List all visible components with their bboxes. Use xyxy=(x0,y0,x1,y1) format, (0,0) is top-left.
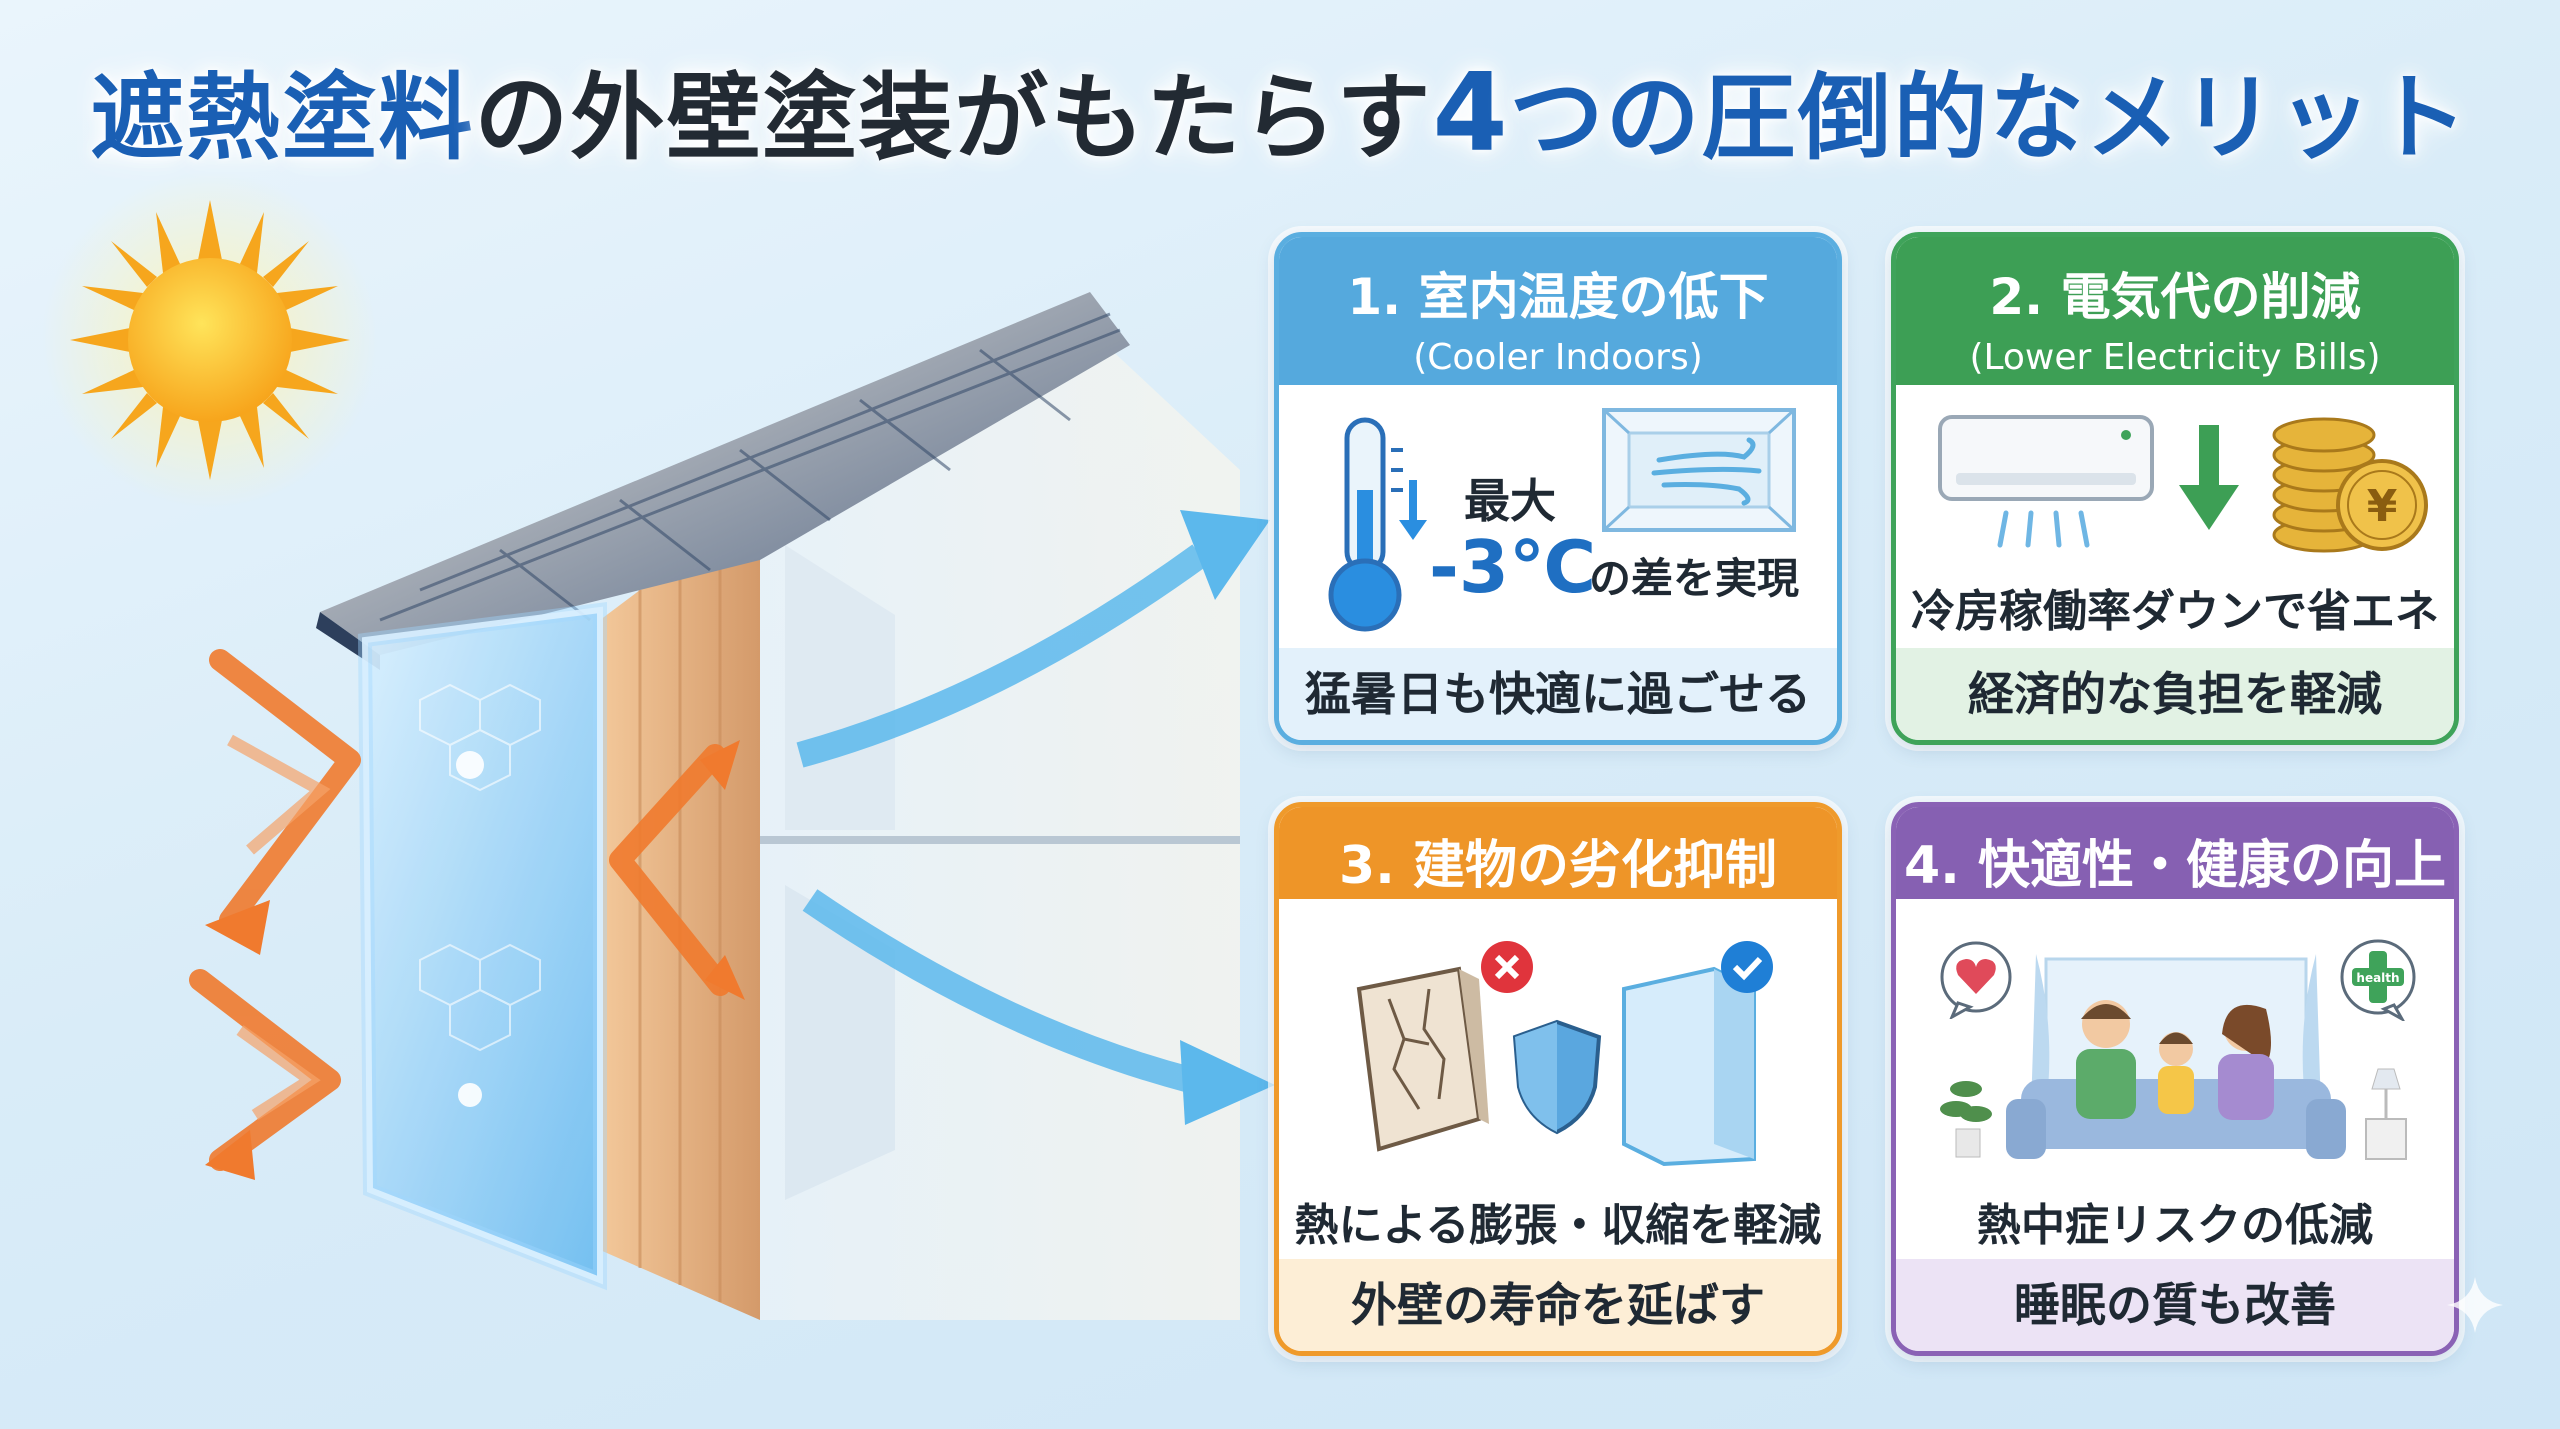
down-arrow-icon xyxy=(2179,425,2239,530)
yen-symbol: ¥ xyxy=(2367,481,2398,532)
card-footer: 経済的な負担を軽減 xyxy=(1896,648,2454,740)
benefit-card-comfort-health: 4. 快適性・健康の向上 xyxy=(1891,802,2459,1356)
card-footer: 外壁の寿命を延ばす xyxy=(1279,1259,1837,1351)
cracked-wall-icon xyxy=(1356,966,1489,1152)
benefit-card-deterioration: 3. 建物の劣化抑制 熱による膨張・収縮を軽 xyxy=(1274,802,1842,1356)
card-subtitle: (Lower Electricity Bills) xyxy=(1969,337,2381,378)
health-label: health xyxy=(2356,971,2399,985)
card-title: 1. 室内温度の低下 xyxy=(1347,268,1769,326)
card-footer: 猛暑日も快適に過ごせる xyxy=(1279,648,1837,740)
title-end: つの圧倒的なメリット xyxy=(1509,64,2470,173)
card-body: ¥ 冷房稼働率ダウンで省エネ xyxy=(1896,385,2454,657)
card-title: 2. 電気代の削減 xyxy=(1989,268,2361,326)
card-title: 3. 建物の劣化抑制 xyxy=(1338,836,1778,896)
card-body: 最大 -3℃ の差を実現 xyxy=(1279,385,1837,657)
card-caption: 冷房稼働率ダウンで省エネ xyxy=(1911,586,2439,637)
thermometer-icon xyxy=(1328,417,1427,632)
card-title: 4. 快適性・健康の向上 xyxy=(1903,836,2447,896)
sparkle-icon xyxy=(2447,1277,2503,1333)
air-conditioner-icon xyxy=(1938,415,2154,548)
benefit-card-cooler-indoors: 1. 室内温度の低下 (Cooler Indoors) 最大 -3℃ の差を実現 xyxy=(1274,232,1842,745)
house-illustration xyxy=(189,292,1275,1320)
coins-icon: ¥ xyxy=(2272,417,2428,553)
card-caption: 熱による膨張・収縮を軽減 xyxy=(1294,1200,1822,1251)
difference-label: の差を実現 xyxy=(1589,554,1800,603)
card-header: 4. 快適性・健康の向上 xyxy=(1896,807,2454,899)
title-middle: の外壁塗装がもたらす xyxy=(474,64,1433,173)
air-flow-icon xyxy=(1602,408,1796,532)
card-header: 3. 建物の劣化抑制 xyxy=(1279,807,1837,899)
card-footer: 睡眠の質も改善 xyxy=(1896,1259,2454,1351)
sun-icon xyxy=(42,172,378,508)
card-body: health 熱中症リスクの低減 xyxy=(1896,899,2454,1259)
error-x-icon xyxy=(1481,941,1533,993)
shield-icon xyxy=(1512,1019,1602,1135)
title-highlight: 遮熱塗料 xyxy=(90,64,475,173)
family-icon xyxy=(1940,954,2407,1160)
card-header: 1. 室内温度の低下 (Cooler Indoors) xyxy=(1279,237,1837,385)
heart-bubble-icon xyxy=(1940,941,2012,1019)
max-label: 最大 xyxy=(1464,474,1556,528)
page-title: 遮熱塗料の外壁塗装がもたらす4つの圧倒的なメリット xyxy=(0,42,2560,178)
card-caption: 熱中症リスクの低減 xyxy=(1977,1200,2373,1251)
check-icon xyxy=(1721,941,1773,993)
smooth-panel-icon xyxy=(1622,966,1756,1167)
card-subtitle: (Cooler Indoors) xyxy=(1413,337,1703,378)
card-body: 熱による膨張・収縮を軽減 xyxy=(1279,899,1837,1259)
temperature-value: -3℃ xyxy=(1429,525,1597,609)
card-header: 2. 電気代の削減 (Lower Electricity Bills) xyxy=(1896,237,2454,385)
title-number: 4 xyxy=(1432,51,1510,176)
health-bubble-icon: health xyxy=(2340,939,2416,1021)
benefit-card-lower-bills: 2. 電気代の削減 (Lower Electricity Bills) xyxy=(1891,232,2459,745)
